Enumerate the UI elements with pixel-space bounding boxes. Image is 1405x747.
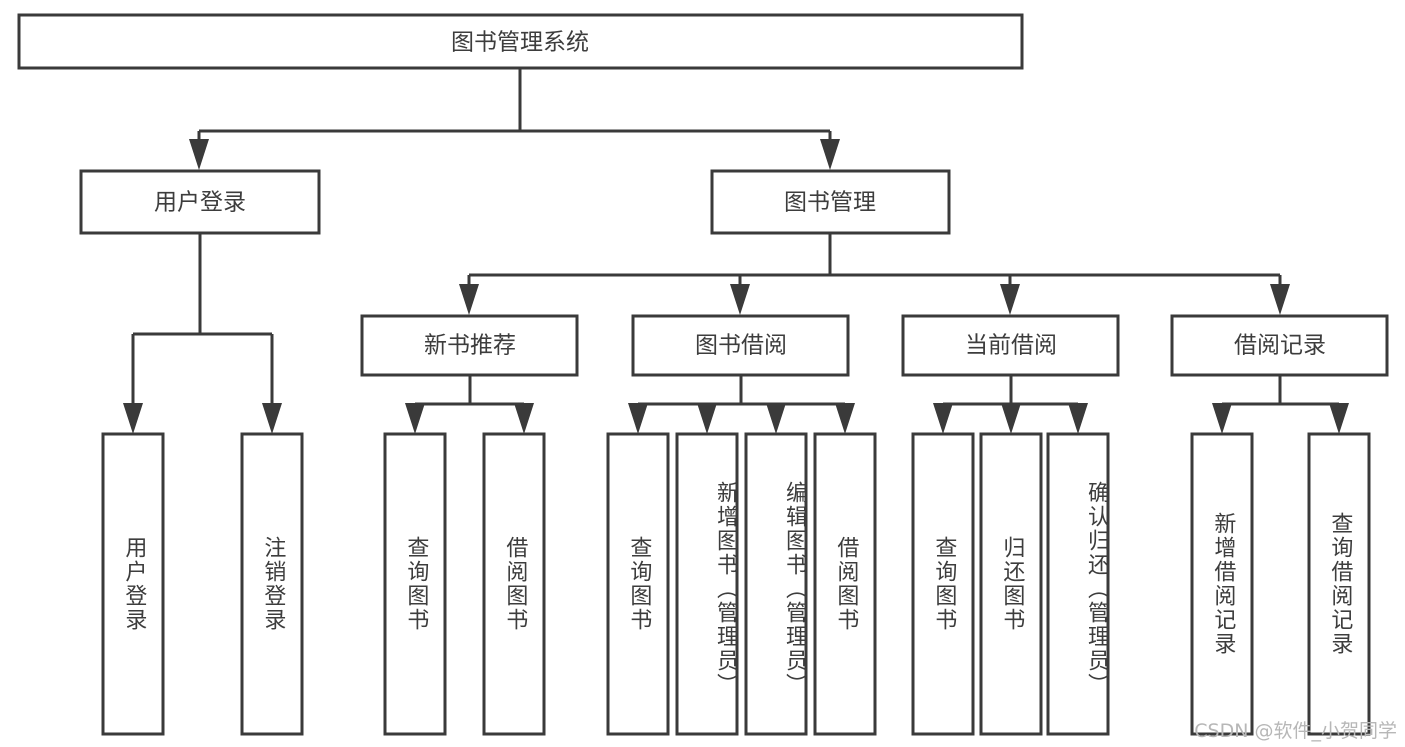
arrow-currentborrow-leaf1 (933, 403, 953, 434)
arrow-bookborrow-leaf3 (766, 403, 786, 434)
leaf-box-borrow-record-1[interactable] (1307, 432, 1371, 736)
leaf-box-book-borrow-1[interactable] (675, 432, 739, 736)
node-book-management[interactable]: 图书管理 (710, 169, 951, 235)
arrow-bookborrow-leaf1 (628, 403, 648, 434)
leaf-box-user-login-0[interactable] (101, 432, 165, 736)
arrow-bookmgmt-c3 (1000, 284, 1020, 315)
leaf-box-user-login-1[interactable] (240, 432, 304, 736)
book-borrow-label: 图书借阅 (695, 333, 787, 359)
arrow-bookmgmt-c2 (730, 284, 750, 315)
arrow-currentborrow-leaf2 (1001, 403, 1021, 434)
leaf-box-new-book-1[interactable] (482, 432, 546, 736)
arrow-bookborrow-leaf4 (835, 403, 855, 434)
root-label: 图书管理系统 (451, 30, 589, 56)
leaf-box-current-borrow-1[interactable] (979, 432, 1043, 736)
node-user-login[interactable]: 用户登录 (79, 169, 321, 235)
node-new-book-recommend[interactable]: 新书推荐 (360, 314, 579, 377)
leaf-box-book-borrow-2[interactable] (744, 432, 808, 736)
csdn-watermark: CSDN @软件_小贺同学 (1194, 720, 1397, 742)
book-borrow-box[interactable] (631, 314, 850, 377)
arrow-userlogin-leaf2 (262, 403, 282, 434)
leaf-box-borrow-record-0[interactable] (1190, 432, 1254, 736)
root-box[interactable] (17, 13, 1024, 70)
leaf-box-current-borrow-0[interactable] (911, 432, 975, 736)
node-borrow-record[interactable]: 借阅记录 (1170, 314, 1389, 377)
current-borrow-label: 当前借阅 (965, 333, 1057, 359)
node-current-borrow[interactable]: 当前借阅 (901, 314, 1120, 377)
new-book-recommend-label: 新书推荐 (424, 333, 516, 359)
node-root[interactable]: 图书管理系统 (17, 13, 1024, 70)
node-book-borrow[interactable]: 图书借阅 (631, 314, 850, 377)
arrow-newbook-leaf2 (514, 403, 534, 434)
book-management-box[interactable] (710, 169, 951, 235)
arrow-bookmgmt-c1 (459, 284, 479, 315)
arrow-root-to-bookmgmt (820, 139, 840, 170)
arrow-newbook-leaf1 (405, 403, 425, 434)
arrow-borrowrecord-leaf2 (1329, 403, 1349, 434)
leaf-box-book-borrow-0[interactable] (606, 432, 670, 736)
arrow-root-to-userlogin (189, 139, 209, 170)
leaf-box-current-borrow-2[interactable] (1046, 432, 1110, 736)
arrow-bookborrow-leaf2 (697, 403, 717, 434)
current-borrow-box[interactable] (901, 314, 1120, 377)
arrow-bookmgmt-c4 (1270, 284, 1290, 315)
user-login-label: 用户登录 (154, 190, 246, 216)
borrow-record-label: 借阅记录 (1234, 333, 1326, 359)
arrow-currentborrow-leaf3 (1068, 403, 1088, 434)
leaf-box-book-borrow-3[interactable] (813, 432, 877, 736)
new-book-recommend-box[interactable] (360, 314, 579, 377)
book-management-label: 图书管理 (784, 190, 876, 216)
leaf-box-new-book-0[interactable] (383, 432, 447, 736)
borrow-record-box[interactable] (1170, 314, 1389, 377)
arrow-userlogin-leaf1 (123, 403, 143, 434)
arrow-borrowrecord-leaf1 (1212, 403, 1232, 434)
